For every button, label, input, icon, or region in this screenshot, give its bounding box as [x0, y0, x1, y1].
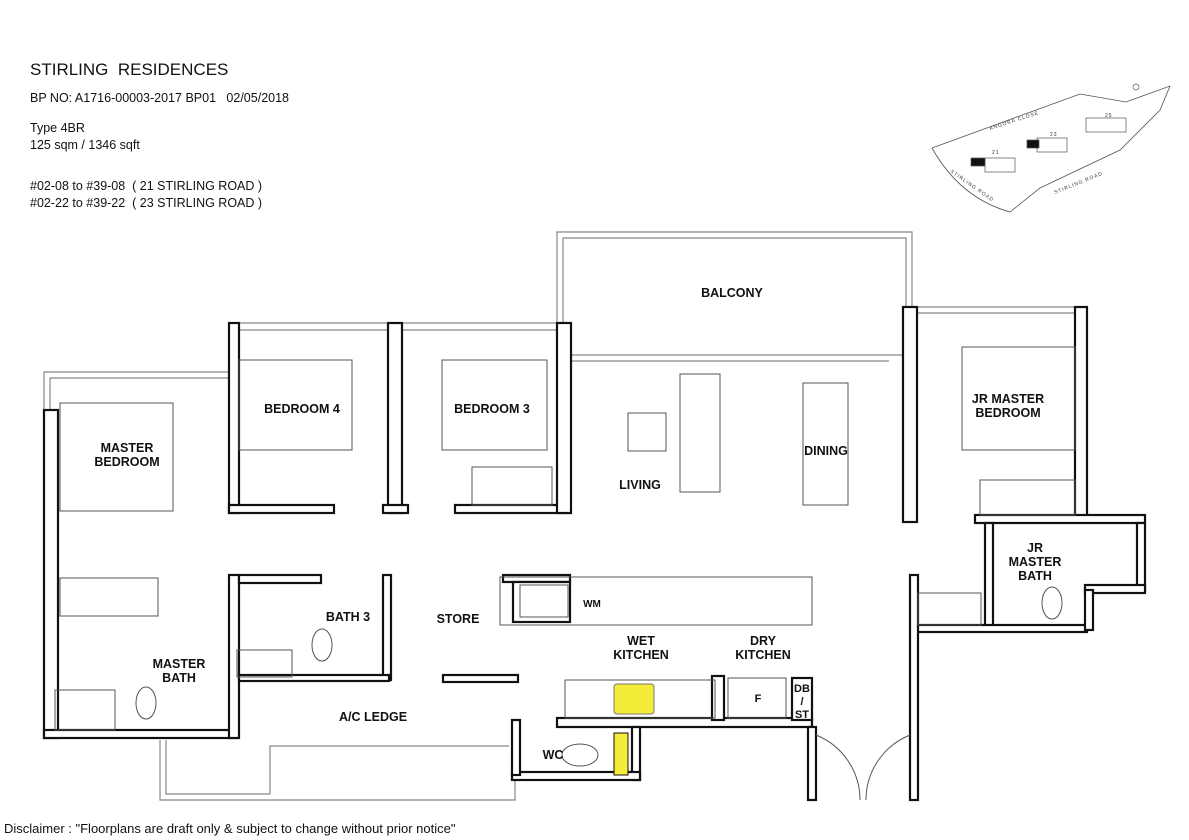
fridge [727, 677, 787, 719]
bedroom3-wardrobe [471, 466, 553, 506]
wc-label: WC [543, 748, 564, 762]
jr-master-bedroom-label-2: BEDROOM [975, 406, 1040, 420]
wm-label: WM [583, 599, 601, 610]
project-title: STIRLING RESIDENCES [30, 60, 229, 79]
bath3-shower [236, 649, 293, 678]
jr-master-bed [961, 346, 1076, 451]
balcony-label: BALCONY [701, 286, 763, 300]
block-21 [970, 157, 1016, 173]
master-bed [59, 402, 174, 512]
bedroom4-label: BEDROOM 4 [264, 402, 340, 416]
db-label: DB [794, 683, 810, 695]
room-labels: BALCONY MASTER BEDROOM BEDROOM 4 BEDROOM… [94, 286, 1061, 762]
wet-kitchen-label-2: KITCHEN [613, 648, 669, 662]
st-label: ST [795, 709, 809, 721]
master-toilet [135, 686, 157, 720]
bath3-label: BATH 3 [326, 610, 370, 624]
hob-counter [564, 679, 716, 719]
jr-bath-label-1: JR [1027, 541, 1043, 555]
bedroom4-bed [238, 359, 353, 451]
furniture [54, 346, 1076, 801]
master-wardrobe [59, 577, 159, 617]
master-bath-label-1: MASTER [153, 657, 206, 671]
living-label: LIVING [619, 478, 661, 492]
yard-rack [613, 732, 629, 776]
unit-range-23: #02-22 to #39-22 ( 23 STIRLING ROAD ) [30, 196, 263, 210]
unit-area: 125 sqm / 1346 sqft [30, 138, 140, 152]
disclaimer: Disclaimer : "Floorplans are draft only … [4, 821, 456, 836]
hob-icon [613, 683, 655, 715]
dining-table [802, 382, 849, 506]
ac-ledge-label: A/C LEDGE [339, 710, 407, 724]
dry-kitchen-label-1: DRY [750, 634, 777, 648]
bp-number: BP NO: A1716-00003-2017 BP01 02/05/2018 [30, 91, 289, 105]
fridge-label: F [755, 693, 762, 705]
wet-sink [519, 584, 569, 618]
block-label-23: 23 [1050, 132, 1058, 138]
master-shower [54, 689, 116, 731]
living-table [627, 412, 667, 452]
road-label-left: STIRLING ROAD [949, 169, 995, 204]
jr-bath-label-2: MASTER [1009, 555, 1062, 569]
db-slash-label: / [800, 696, 803, 708]
jr-master-bedroom-label-1: JR MASTER [972, 392, 1044, 406]
wet-kitchen-label-1: WET [627, 634, 655, 648]
bath3-toilet [311, 628, 333, 662]
road-label-top: ANGORA CLOSE [989, 110, 1040, 132]
jr-shower [917, 592, 982, 626]
entrance-door-swing [815, 734, 911, 801]
master-bath-label-2: BATH [162, 671, 196, 685]
block-25 [1085, 117, 1127, 133]
wc-toilet [561, 743, 599, 767]
jr-toilet [1041, 586, 1063, 620]
bedroom3-bed [441, 359, 548, 451]
block-23 [1026, 137, 1068, 153]
jr-bath-label-3: BATH [1018, 569, 1052, 583]
wet-kitchen-counter [499, 576, 813, 626]
master-bedroom-label-1: MASTER [101, 441, 154, 455]
master-bedroom-label-2: BEDROOM [94, 455, 159, 469]
block-label-25: 25 [1105, 113, 1113, 119]
bedroom3-label: BEDROOM 3 [454, 402, 530, 416]
walls [42, 305, 1147, 802]
unit-range-21: #02-08 to #39-08 ( 21 STIRLING ROAD ) [30, 179, 263, 193]
jr-wardrobe [979, 479, 1076, 516]
block-label-21: 21 [992, 150, 1000, 156]
sofa [679, 373, 721, 493]
road-label-bottom: STIRLING ROAD [1054, 171, 1104, 196]
unit-type: Type 4BR [30, 121, 85, 135]
dry-kitchen-label-2: KITCHEN [735, 648, 791, 662]
site-plan: 21 23 25 ANGORA CLOSE STIRLING ROAD STIR… [931, 83, 1171, 213]
store-label: STORE [437, 612, 480, 626]
north-arrow-icon [1132, 83, 1140, 91]
dining-label: DINING [804, 444, 848, 458]
